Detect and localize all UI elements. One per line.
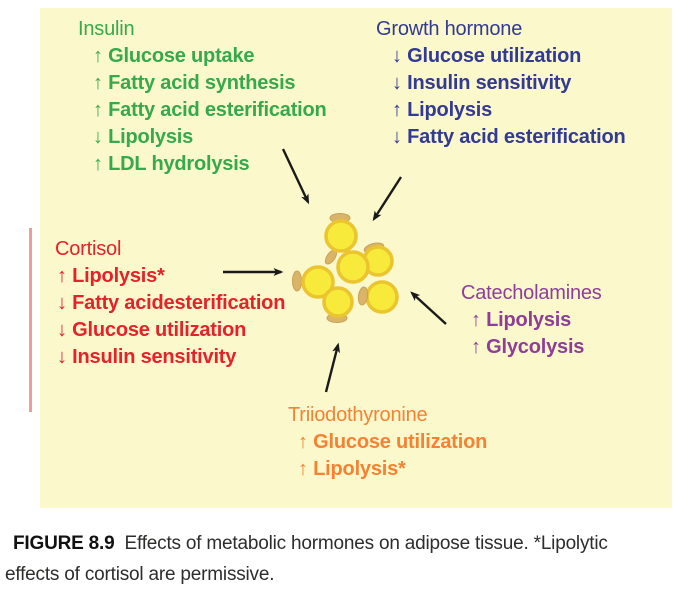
hormone-effect: ↓ Insulin sensitivity — [57, 344, 287, 371]
hormone-effect: ↑ Glucose utilization — [298, 429, 487, 456]
hormone-effect-label: Insulin sensitivity — [66, 346, 237, 368]
hormone-effect: ↑ Fatty acid synthesis — [93, 70, 327, 97]
figure-caption-label: FIGURE 8.9 — [13, 533, 115, 554]
hormone-effect: ↓ Glucose utilization — [57, 317, 287, 344]
down-arrow-icon: ↓ — [392, 126, 402, 148]
red-margin-line — [29, 228, 32, 412]
hormone-effect: ↓ Glucose utilization — [392, 43, 626, 70]
hormone-effect: ↑ Lipolysis — [471, 307, 602, 334]
hormone-effect-label: LDL hydrolysis — [102, 153, 250, 175]
hormone-effect-label: Glycolysis — [480, 336, 585, 358]
hormone-effect: ↑ Lipolysis — [392, 97, 626, 124]
down-arrow-icon: ↓ — [57, 292, 67, 314]
hormone-effect-label: Fatty acid synthesis — [102, 72, 296, 94]
hormone-group-cortisol: Cortisol ↑ Lipolysis*↓ Fatty acidesterif… — [55, 236, 287, 371]
hormone-effect: ↓ Fatty acid esterification — [392, 124, 626, 151]
hormone-effect: ↑ Lipolysis* — [57, 263, 287, 290]
up-arrow-icon: ↑ — [471, 336, 481, 358]
down-arrow-icon: ↓ — [392, 45, 402, 67]
hormone-name: Growth hormone — [376, 18, 523, 40]
hormone-effects-list: ↑ Glucose uptake↑ Fatty acid synthesis↑ … — [93, 43, 327, 178]
hormone-effect-label: Insulin sensitivity — [401, 72, 572, 94]
up-arrow-icon: ↑ — [471, 309, 481, 331]
hormone-effects-list: ↑ Lipolysis*↓ Fatty acidesterification↓ … — [57, 263, 287, 371]
hormone-effect-label: Lipolysis* — [66, 265, 165, 287]
up-arrow-icon: ↑ — [93, 45, 103, 67]
hormone-effect-label: Fatty acidesterification — [66, 292, 286, 314]
hormone-name: Insulin — [78, 18, 135, 40]
hormone-group-insulin: Insulin ↑ Glucose uptake↑ Fatty acid syn… — [78, 16, 327, 178]
hormone-effect-label: Fatty acid esterification — [102, 99, 327, 121]
hormone-effect: ↑ Lipolysis* — [298, 456, 487, 483]
hormone-effect-label: Lipolysis* — [307, 458, 406, 480]
hormone-effect-label: Glucose utilization — [307, 431, 488, 453]
hormone-group-growth-hormone: Growth hormone ↓ Glucose utilization↓ In… — [376, 16, 626, 151]
hormone-effect-label: Glucose uptake — [102, 45, 255, 67]
hormone-name: Cortisol — [55, 238, 122, 260]
down-arrow-icon: ↓ — [392, 72, 402, 94]
up-arrow-icon: ↑ — [57, 265, 67, 287]
hormone-effect-label: Lipolysis — [401, 99, 493, 121]
up-arrow-icon: ↑ — [298, 458, 308, 480]
hormone-name: Triiodothyronine — [288, 404, 428, 426]
hormone-effect: ↑ Glycolysis — [471, 334, 602, 361]
hormone-effects-list: ↑ Glucose utilization↑ Lipolysis* — [298, 429, 487, 483]
hormone-effect-label: Lipolysis — [102, 126, 194, 148]
down-arrow-icon: ↓ — [57, 319, 67, 341]
up-arrow-icon: ↑ — [392, 99, 402, 121]
up-arrow-icon: ↑ — [93, 72, 103, 94]
down-arrow-icon: ↓ — [93, 126, 103, 148]
hormone-effects-list: ↑ Lipolysis↑ Glycolysis — [471, 307, 602, 361]
hormone-effect-label: Glucose utilization — [66, 319, 247, 341]
figure-caption-text: Effects of metabolic hormones on adipose… — [5, 533, 608, 585]
hormone-effect: ↓ Lipolysis — [93, 124, 327, 151]
hormone-effect-label: Fatty acid esterification — [401, 126, 626, 148]
up-arrow-icon: ↑ — [298, 431, 308, 453]
hormone-group-catecholamines: Catecholamines ↑ Lipolysis↑ Glycolysis — [461, 280, 602, 361]
hormone-effect: ↑ Fatty acid esterification — [93, 97, 327, 124]
up-arrow-icon: ↑ — [93, 99, 103, 121]
hormone-name: Catecholamines — [461, 282, 602, 304]
hormone-effect: ↓ Fatty acidesterification — [57, 290, 287, 317]
hormone-effect-label: Glucose utilization — [401, 45, 582, 67]
hormone-effect-label: Lipolysis — [480, 309, 572, 331]
hormone-group-triiodothyronine: Triiodothyronine ↑ Glucose utilization↑ … — [288, 402, 487, 483]
hormone-effect: ↑ LDL hydrolysis — [93, 151, 327, 178]
hormone-effect: ↓ Insulin sensitivity — [392, 70, 626, 97]
hormone-effect: ↑ Glucose uptake — [93, 43, 327, 70]
up-arrow-icon: ↑ — [93, 153, 103, 175]
down-arrow-icon: ↓ — [57, 346, 67, 368]
hormone-effects-list: ↓ Glucose utilization↓ Insulin sensitivi… — [392, 43, 626, 151]
